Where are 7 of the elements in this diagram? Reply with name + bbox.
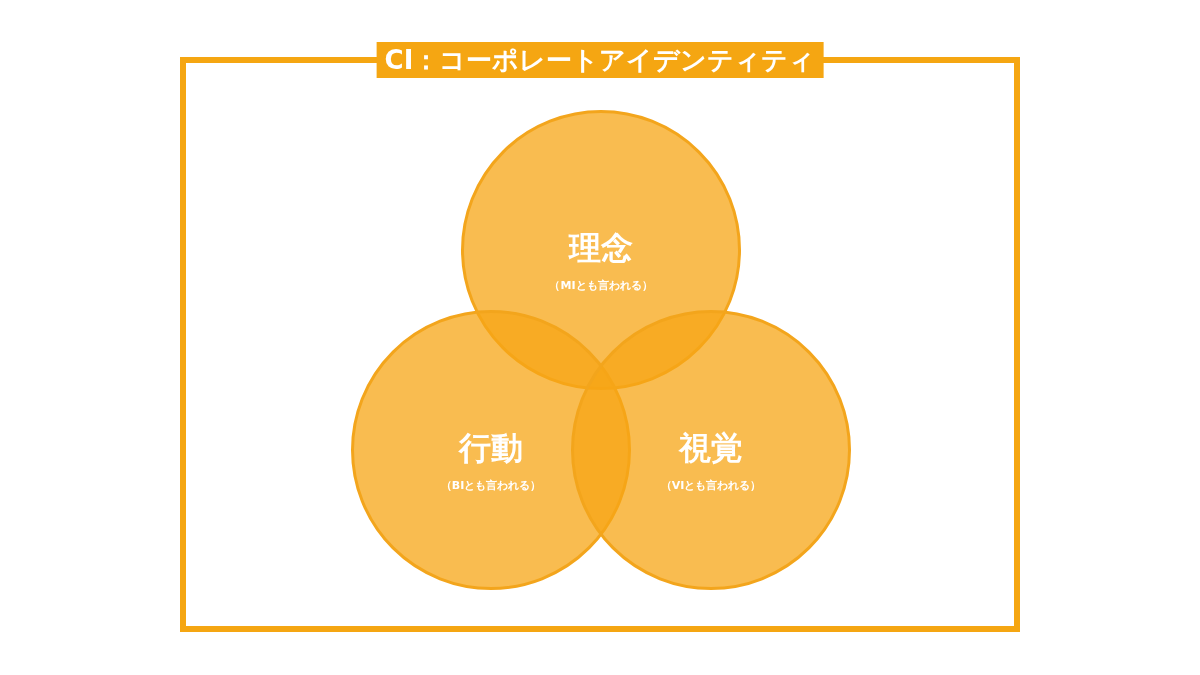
circle-subtitle: （MIとも言われる） xyxy=(549,278,653,294)
circle-heading: 行動 xyxy=(459,428,523,468)
circle-heading: 理念 xyxy=(569,228,633,268)
circle-subtitle: （BIとも言われる） xyxy=(440,478,542,494)
circle-subtitle: （VIとも言われる） xyxy=(660,478,762,494)
frame-title: CI：コーポレートアイデンティティ xyxy=(376,42,824,78)
circle-heading: 視覚 xyxy=(679,428,743,468)
